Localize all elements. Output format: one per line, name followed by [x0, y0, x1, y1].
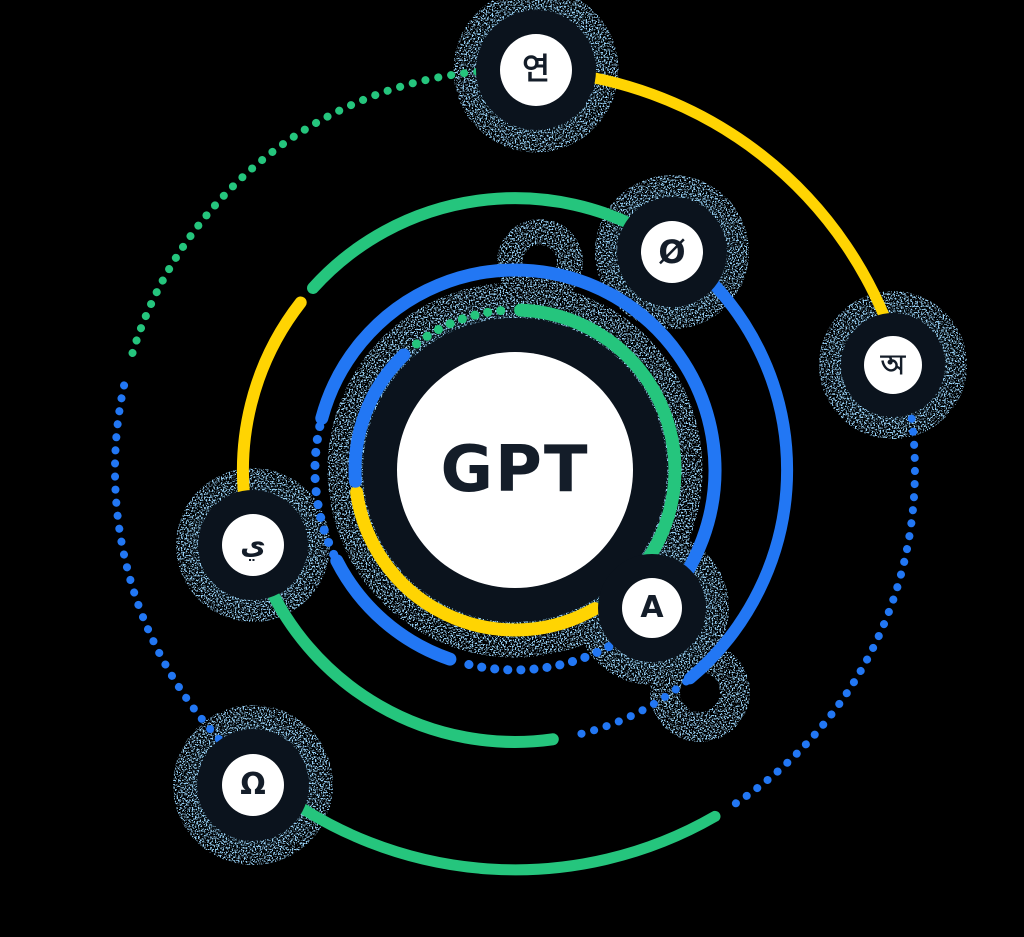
orbit-arc: [237, 296, 307, 524]
satellite-label: A: [640, 590, 664, 625]
satellite-label: অ: [880, 348, 906, 381]
orbit-arc: [128, 66, 498, 357]
satellite-greek: Ω: [222, 754, 284, 816]
orbit-arc: [350, 485, 602, 637]
satellite-label: Ø: [658, 233, 686, 271]
orbit-arc: [683, 255, 794, 685]
orbit-arc: [263, 779, 721, 876]
orbit-arc: [723, 376, 919, 813]
satellite-label: ي: [240, 528, 266, 561]
orbit-arc: [330, 554, 457, 666]
orbit-arc: [530, 65, 903, 359]
orbit-arc: [567, 677, 691, 740]
orbit-arc: [412, 305, 514, 349]
satellite-korean: 연: [500, 34, 572, 106]
satellite-label: Ω: [240, 767, 266, 802]
satellite-arabic: ي: [222, 514, 284, 576]
satellite-norwegian: Ø: [641, 221, 703, 283]
orbit-arc: [110, 369, 241, 762]
orbit-arc: [307, 192, 665, 294]
satellite-latin: A: [622, 578, 682, 638]
satellite-bengali: অ: [864, 336, 922, 394]
orbit-arc: [256, 566, 559, 748]
orbit-arc: [315, 263, 722, 618]
center-node-gpt: GPT: [397, 352, 633, 588]
satellite-label: 연: [522, 52, 550, 87]
orbit-rings: [110, 65, 919, 876]
orbit-arc: [348, 348, 411, 488]
orbit-arc: [310, 420, 339, 559]
center-label: GPT: [440, 433, 590, 507]
